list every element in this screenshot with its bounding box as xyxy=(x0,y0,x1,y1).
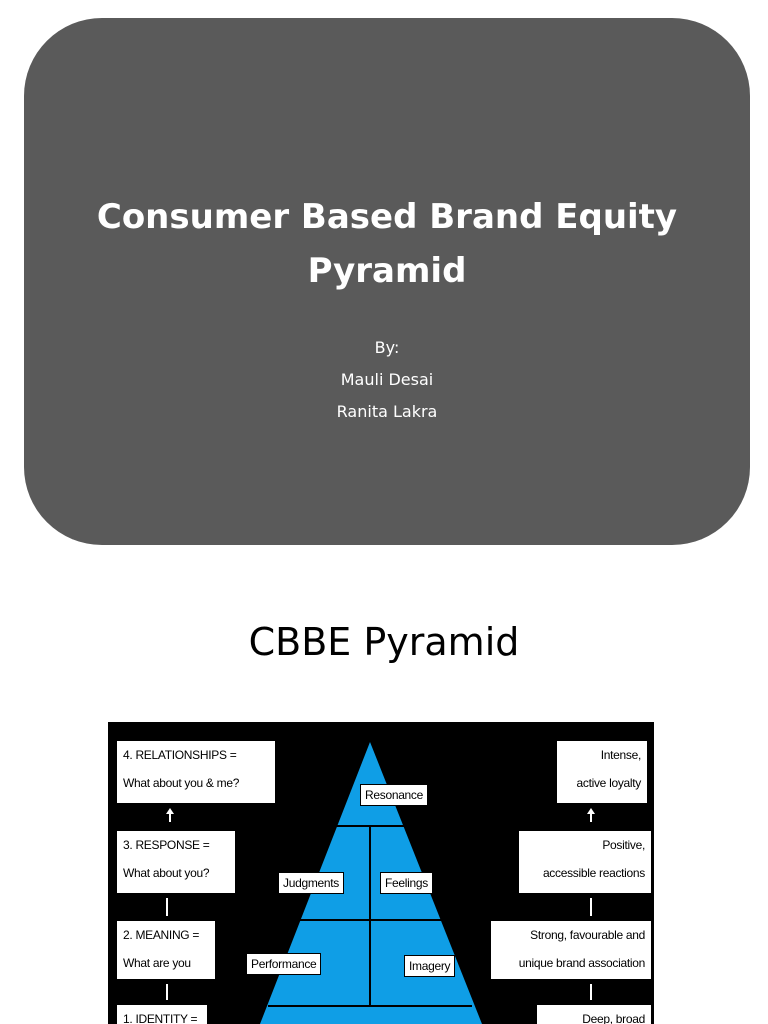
right-box-associations: Strong, favourable and unique brand asso… xyxy=(490,920,652,980)
left-box-relationships-line2: What about you & me? xyxy=(123,776,240,790)
slide-title: Consumer Based Brand Equity Pyramid xyxy=(24,190,750,298)
pyramid-label-feelings: Feelings xyxy=(380,872,433,894)
author-1: Mauli Desai xyxy=(340,370,434,389)
title-line-2: Pyramid xyxy=(307,251,467,291)
left-box-relationships-line1: 4. RELATIONSHIPS = xyxy=(123,748,237,762)
left-box-relationships: 4. RELATIONSHIPS = What about you & me? xyxy=(116,740,276,804)
right-box-loyalty-line2: active loyalty xyxy=(576,776,642,790)
left-box-meaning: 2. MEANING = What are you xyxy=(116,920,216,980)
right-arrow-1 xyxy=(590,814,592,822)
right-arrowhead-1 xyxy=(587,808,595,814)
right-box-loyalty-line1: Intense, xyxy=(600,748,642,762)
left-box-response: 3. RESPONSE = What about you? xyxy=(116,830,236,894)
pyramid-label-imagery: Imagery xyxy=(404,955,456,977)
left-box-identity: 1. IDENTITY = xyxy=(116,1004,208,1024)
right-box-reactions-line2: accessible reactions xyxy=(542,866,645,880)
right-box-deep: Deep, broad xyxy=(536,1004,652,1024)
title-slide: Consumer Based Brand Equity Pyramid By: … xyxy=(24,18,750,545)
left-arrowhead-1 xyxy=(166,808,174,814)
right-connector-2 xyxy=(590,898,592,916)
right-connector-3 xyxy=(590,984,592,1000)
left-connector-3 xyxy=(166,984,168,1000)
right-box-reactions: Positive, accessible reactions xyxy=(518,830,652,894)
right-box-associations-line2: unique brand association xyxy=(518,956,646,970)
author-2: Ranita Lakra xyxy=(336,402,438,421)
left-box-response-line1: 3. RESPONSE = xyxy=(123,838,210,852)
left-box-meaning-line1: 2. MEANING = xyxy=(123,928,200,942)
byline: By: Mauli Desai Ranita Lakra xyxy=(24,332,750,428)
right-box-loyalty: Intense, active loyalty xyxy=(556,740,648,804)
left-connector-2 xyxy=(166,898,168,916)
right-box-deep-line1: Deep, broad xyxy=(582,1012,645,1024)
left-arrow-1 xyxy=(169,814,171,822)
by-label: By: xyxy=(374,338,400,357)
pyramid-label-performance: Performance xyxy=(246,953,322,975)
left-box-response-line2: What about you? xyxy=(123,866,210,880)
cbbe-pyramid-diagram: 4. RELATIONSHIPS = What about you & me? … xyxy=(108,722,654,1024)
pyramid-label-resonance: Resonance xyxy=(360,784,429,806)
left-box-meaning-line2: What are you xyxy=(123,956,191,970)
cbbe-slide-title: CBBE Pyramid xyxy=(248,620,520,664)
title-line-1: Consumer Based Brand Equity xyxy=(96,197,678,237)
pyramid-label-judgments: Judgments xyxy=(278,872,344,894)
right-box-associations-line1: Strong, favourable and xyxy=(530,928,645,942)
left-box-identity-line1: 1. IDENTITY = xyxy=(123,1012,198,1024)
right-box-reactions-line1: Positive, xyxy=(602,838,645,852)
